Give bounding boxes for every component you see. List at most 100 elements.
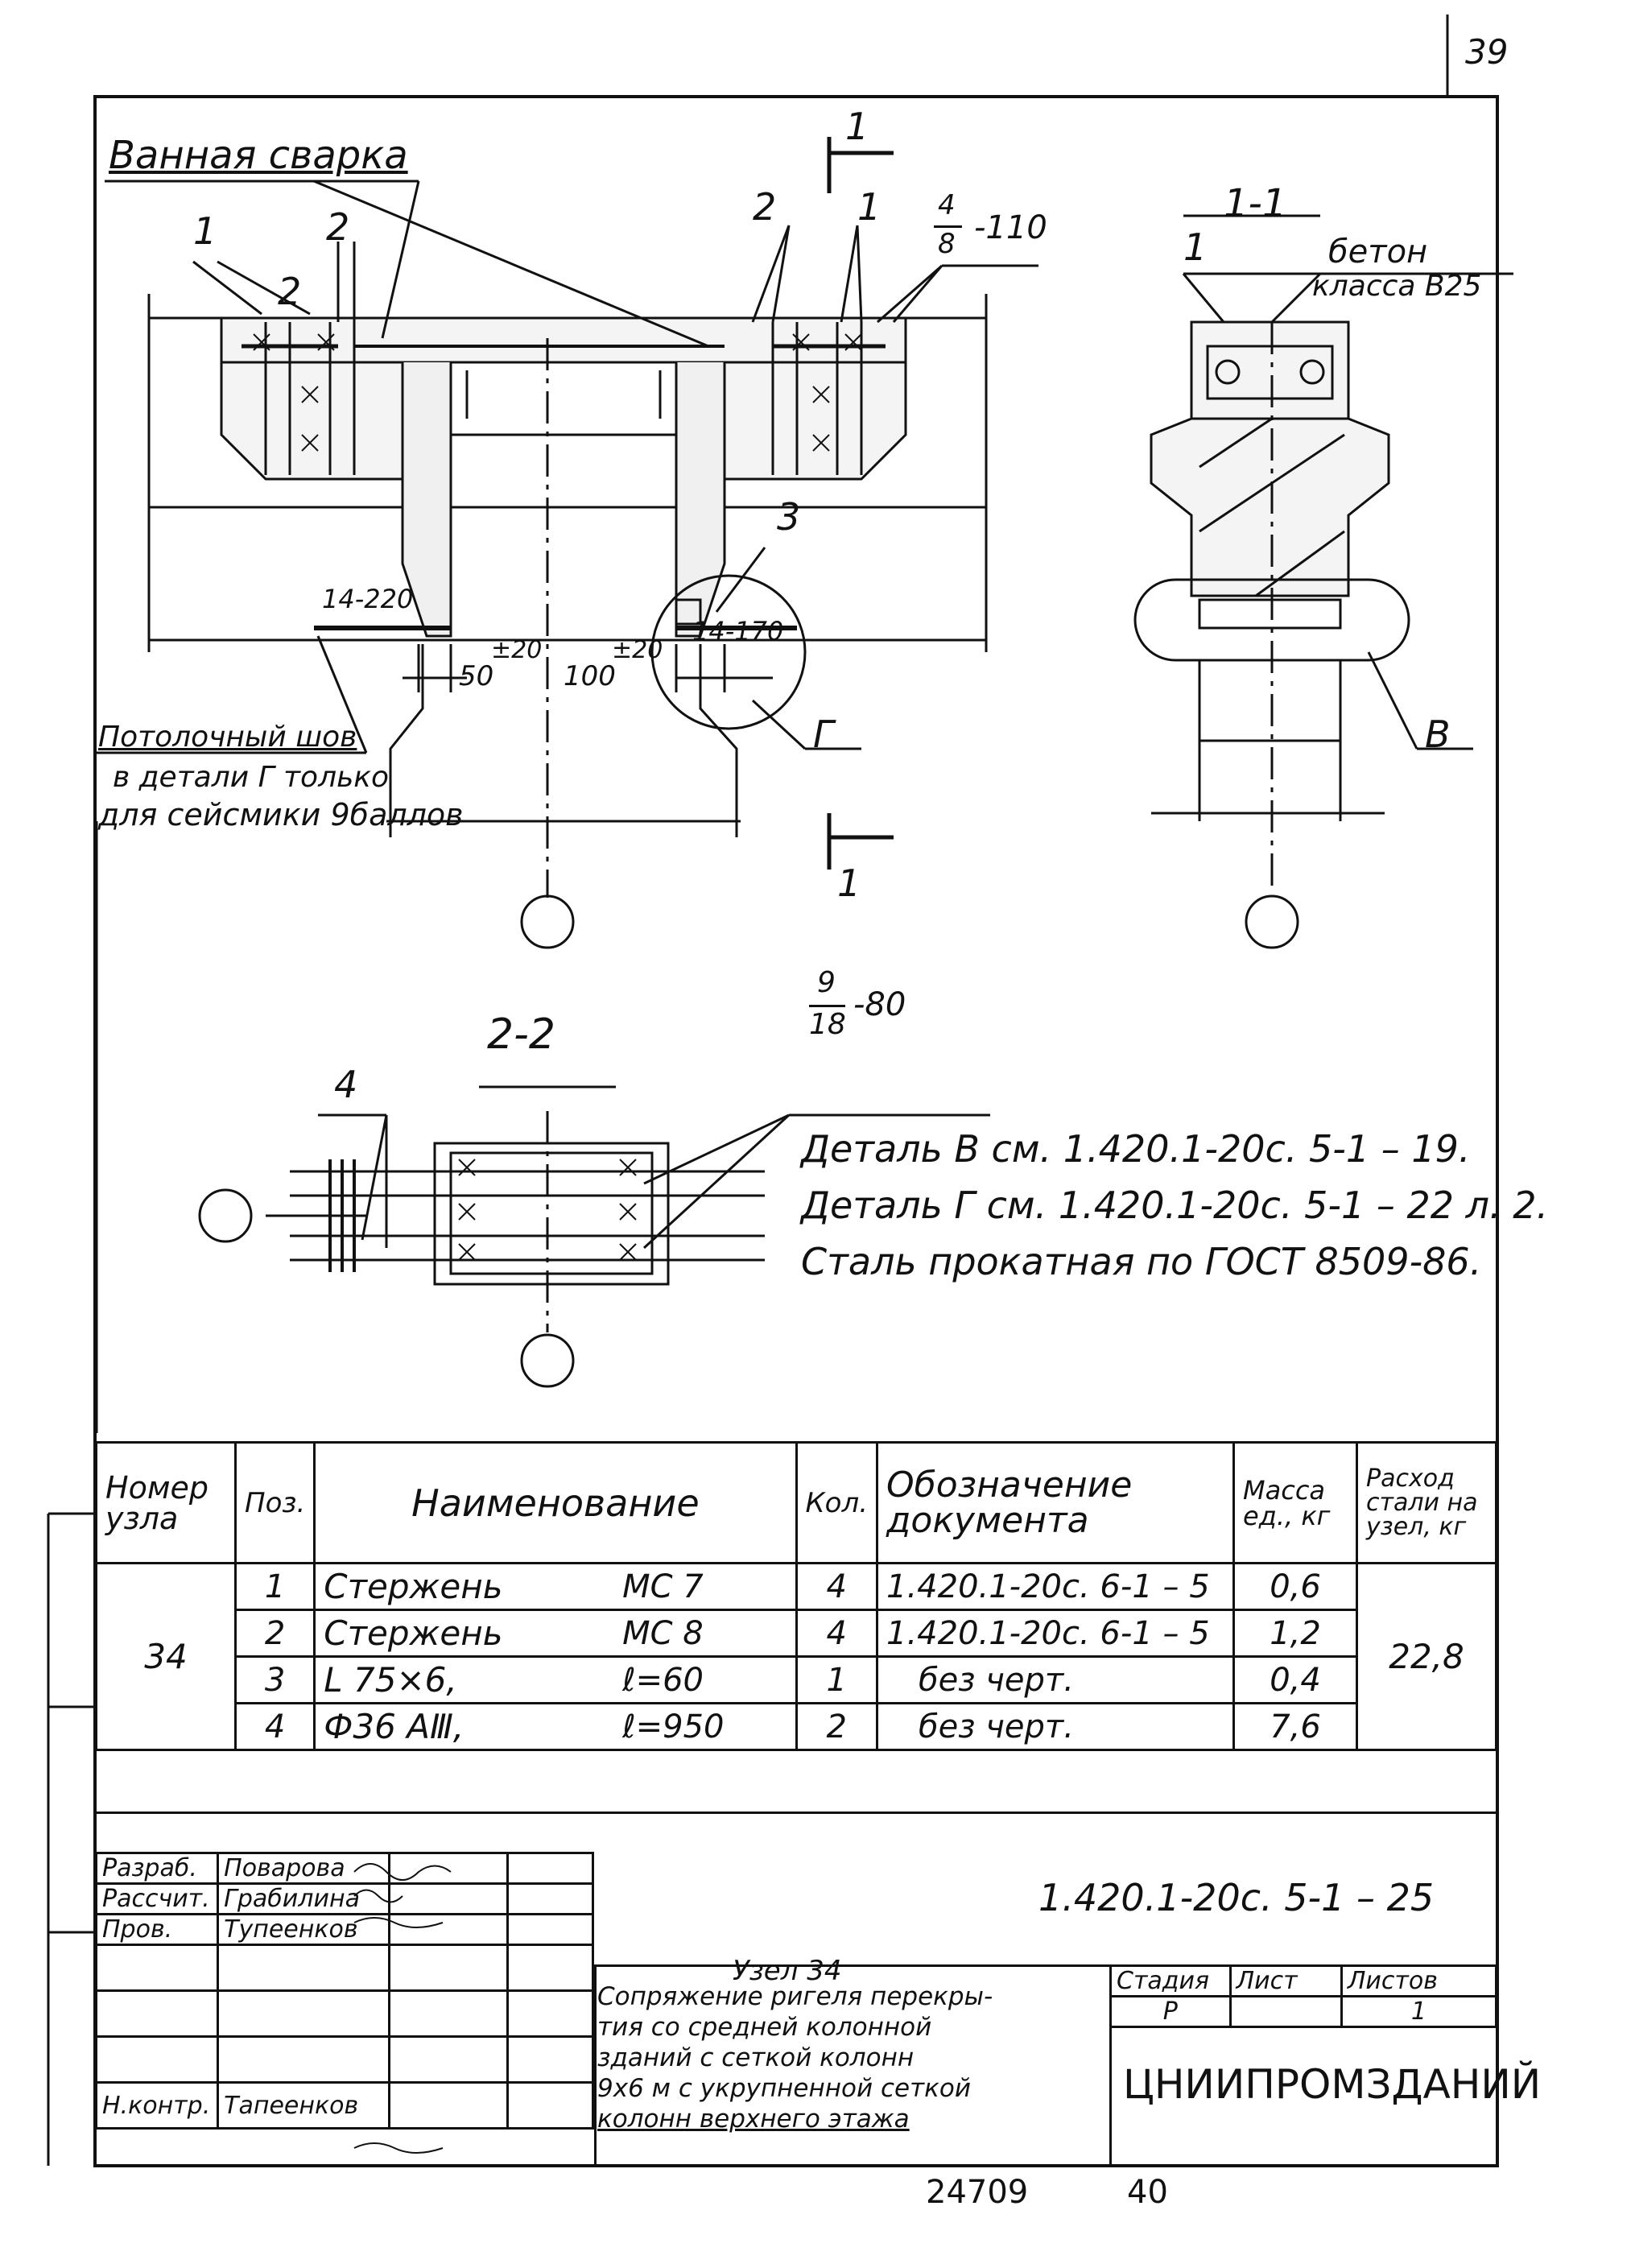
section-1-1-title: 1-1 (1224, 181, 1287, 226)
callout-fraction-bottom: 8 (938, 228, 956, 260)
name-7: Тапеенков (217, 2081, 390, 2130)
header-doc: Обозначение документа (876, 1441, 1235, 1564)
note-detail-v: Деталь В см. 1.420.1-20с. 5-1 – 19. (801, 1127, 1471, 1171)
row1-qty: 4 (795, 1562, 879, 1611)
header-qty: Кол. (795, 1441, 879, 1564)
page-number: 39 (1465, 32, 1509, 72)
role-1: Разраб. (94, 1852, 220, 1885)
section-mark-bottom: 1 (837, 861, 861, 905)
welding-label: Ванная сварка (109, 133, 408, 178)
stage-table: Стадия Лист Листов Р 1 (1109, 1964, 1498, 2028)
role-5 (94, 1989, 220, 2038)
row3-qty: 1 (795, 1655, 879, 1704)
description-line-4: 9х6 м с укрупненной сеткой (597, 2074, 972, 2103)
callout-fraction-suffix: -110 (974, 209, 1047, 246)
header-node-number: Номер узла (95, 1441, 237, 1564)
row4-name: Ф36 АⅢ, (313, 1702, 615, 1751)
section-1-1 (1133, 214, 1513, 949)
weld-right-label: 14-170 (692, 616, 784, 647)
total-steel-cell: 22,8 (1356, 1562, 1497, 1751)
dim-100-tolerance: ±20 (612, 636, 663, 664)
seismic-note-line-3: для сейсмики 9баллов (98, 797, 464, 832)
role-4 (94, 1944, 220, 1992)
sheet-value (1228, 1995, 1343, 2028)
organization-name: ЦНИИПРОМЗДАНИЙ (1123, 2061, 1542, 2108)
description-line-3: зданий с сеткой колонн (597, 2043, 915, 2072)
stage-label: Стадия (1109, 1964, 1232, 1997)
description-line-5: колонн верхнего этажа (597, 2105, 910, 2134)
row2-mass: 1,2 (1232, 1609, 1358, 1658)
name-5 (217, 1989, 390, 2038)
name-4 (217, 1944, 390, 1992)
dim-50-tolerance: ±20 (491, 636, 543, 664)
sheets-label: Листов (1340, 1964, 1498, 1997)
main-elevation (97, 137, 1038, 949)
document-designation: 1.420.1-20с. 5-1 – 25 (1038, 1876, 1435, 1919)
row1-mark: МС 7 (614, 1562, 798, 1611)
role-6 (94, 2035, 220, 2084)
row4-qty: 2 (795, 1702, 879, 1751)
title-block-signatures: Разраб.Поварова Рассчит.Грабилина Пров.Т… (94, 1852, 595, 2130)
dim-50: 50 (459, 660, 494, 692)
name-6 (217, 2035, 390, 2084)
footer-code: 24709 (926, 2174, 1029, 2211)
note-steel: Сталь прокатная по ГОСТ 8509-86. (801, 1240, 1482, 1283)
sheet-label: Лист (1228, 1964, 1343, 1997)
role-3: Пров. (94, 1913, 220, 1946)
callout-fraction-top: 4 (938, 189, 956, 221)
header-pos: Поз. (233, 1441, 316, 1564)
row2-qty: 4 (795, 1609, 879, 1658)
role-7: Н.контр. (94, 2081, 220, 2130)
callout-4: 4 (334, 1063, 358, 1106)
sign-2 (387, 1882, 509, 1915)
callout-1-left: 1 (193, 209, 217, 253)
row4-pos: 4 (233, 1702, 316, 1751)
section-2-2 (198, 1085, 990, 1388)
callout-1-section: 1 (1183, 225, 1208, 269)
name-1: Поварова (217, 1852, 390, 1885)
row3-doc: без черт. (876, 1655, 1235, 1704)
header-mass: Масса ед., кг (1232, 1441, 1358, 1564)
row1-name: Стержень (313, 1562, 615, 1611)
row4-doc: без черт. (876, 1702, 1235, 1751)
row2-doc: 1.420.1-20с. 6-1 – 5 (876, 1609, 1235, 1658)
dim-100: 100 (564, 660, 616, 692)
drawing-frame (93, 95, 1499, 2167)
name-2: Грабилина (217, 1882, 390, 1915)
seismic-note-line-2: в детали Г только (113, 761, 390, 794)
header-steel: Расход стали на узел, кг (1356, 1441, 1497, 1564)
description-line-2: тия со средней колонной (597, 2013, 932, 2042)
row3-pos: 3 (233, 1655, 316, 1704)
fraction2-bottom: 18 (809, 1008, 846, 1041)
row1-mass: 0,6 (1232, 1562, 1358, 1611)
row1-pos: 1 (233, 1562, 316, 1611)
ceiling-seam-label: Потолочный шов (98, 721, 357, 754)
sign-3 (387, 1913, 509, 1946)
row4-mark: ℓ=950 (614, 1702, 798, 1751)
footer-number: 40 (1127, 2174, 1168, 2211)
section-2-2-title: 2-2 (487, 1010, 555, 1059)
callout-detail-G: Г (813, 713, 834, 756)
callout-3: 3 (777, 495, 801, 539)
callout-detail-V: В (1425, 713, 1451, 756)
row2-mark: МС 8 (614, 1609, 798, 1658)
stage-value: Р (1109, 1995, 1232, 2028)
fraction2-top: 9 (817, 966, 836, 999)
section-mark-top: 1 (845, 105, 869, 148)
row4-mass: 7,6 (1232, 1702, 1358, 1751)
specification-table: Номер узла Поз. Наименование Кол. Обозна… (95, 1441, 1497, 1751)
sheets-value: 1 (1340, 1995, 1498, 2028)
concrete-label-2: класса В25 (1312, 270, 1482, 303)
header-name: Наименование (313, 1441, 798, 1564)
sign-7 (387, 2081, 509, 2130)
note-detail-g: Деталь Г см. 1.420.1-20с. 5-1 – 22 л. 2. (801, 1184, 1549, 1227)
callout-2-inner: 2 (278, 270, 302, 313)
row3-mass: 0,4 (1232, 1655, 1358, 1704)
row3-mark: ℓ=60 (614, 1655, 798, 1704)
fraction2-suffix: -80 (853, 986, 906, 1023)
row1-doc: 1.420.1-20с. 6-1 – 5 (876, 1562, 1235, 1611)
callout-2-left: 2 (326, 205, 350, 249)
row3-name: L 75×6, (313, 1655, 615, 1704)
